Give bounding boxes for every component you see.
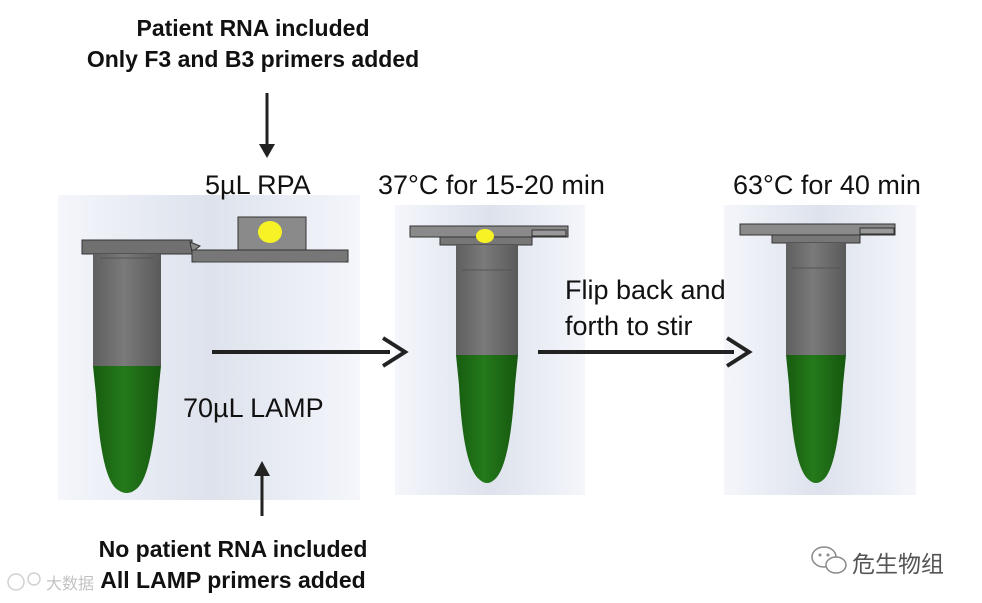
lamp-label: 70µL LAMP xyxy=(183,393,324,423)
top-note-line2: Only F3 and B3 primers added xyxy=(86,46,420,72)
watermark-right: 危生物组 xyxy=(852,552,944,578)
arrow-bottom-up xyxy=(254,461,270,516)
watermark-left: 大数据 xyxy=(46,574,95,593)
bottom-note: No patient RNA included All LAMP primers… xyxy=(58,536,408,594)
rpa-drop-1 xyxy=(258,221,282,243)
tube-2 xyxy=(409,225,569,483)
arrow-top-down xyxy=(259,93,275,158)
top-note-line1: Patient RNA included xyxy=(136,15,370,41)
rpa-drop-2 xyxy=(476,229,494,243)
arrow-step-1 xyxy=(212,336,409,368)
step1-label: 37°C for 15-20 min xyxy=(378,170,605,200)
flip-label-line1: Flip back and xyxy=(565,275,726,305)
flip-label-line2: forth to stir xyxy=(565,311,693,341)
top-note: Patient RNA included Only F3 and B3 prim… xyxy=(68,15,438,73)
step2-label: 63°C for 40 min xyxy=(733,170,921,200)
bottom-note-line1: No patient RNA included xyxy=(98,536,368,562)
bottom-note-line2: All LAMP primers added xyxy=(100,567,366,593)
tube-3 xyxy=(739,223,896,483)
wechat-icon xyxy=(811,546,847,574)
tube-1 xyxy=(81,216,349,493)
flip-label: Flip back and forth to stir xyxy=(565,272,726,344)
arrow-step-2 xyxy=(538,336,753,368)
rpa-label: 5µL RPA xyxy=(205,170,311,200)
watermark-logo-icon xyxy=(7,572,41,591)
